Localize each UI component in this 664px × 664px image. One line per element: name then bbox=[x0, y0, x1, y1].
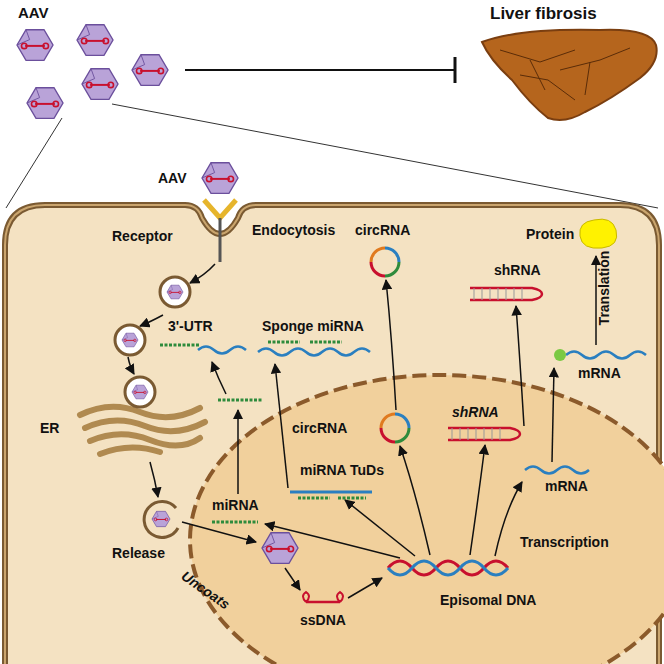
particle-label: AAV bbox=[18, 4, 49, 21]
rna-label: shRNA bbox=[452, 404, 499, 420]
organelle-label: ER bbox=[40, 420, 59, 436]
organ-label: Liver fibrosis bbox=[490, 4, 597, 24]
rna-label: mRNA bbox=[578, 365, 621, 381]
process-label: Uncoats bbox=[179, 568, 233, 613]
rna-label: shRNA bbox=[494, 262, 541, 278]
rna-label: circRNA bbox=[355, 222, 410, 238]
rna-label: Sponge miRNA bbox=[262, 318, 364, 334]
rna-label: 3'-UTR bbox=[168, 318, 213, 334]
dna-label: Episomal DNA bbox=[440, 592, 536, 608]
rna-label: circRNA bbox=[292, 420, 347, 436]
particle-label: AAV bbox=[158, 170, 187, 186]
rna-label: miRNA TuDs bbox=[300, 462, 384, 478]
process-label: Translation bbox=[596, 251, 612, 326]
part-label: Receptor bbox=[112, 228, 173, 244]
rna-label: miRNA bbox=[212, 497, 259, 513]
process-label: Release bbox=[112, 545, 165, 561]
rna-label: mRNA bbox=[545, 478, 588, 494]
process-label: Endocytosis bbox=[252, 222, 335, 238]
process-label: Transcription bbox=[520, 534, 609, 550]
dna-label: ssDNA bbox=[300, 612, 346, 628]
product-label: Protein bbox=[526, 226, 574, 242]
